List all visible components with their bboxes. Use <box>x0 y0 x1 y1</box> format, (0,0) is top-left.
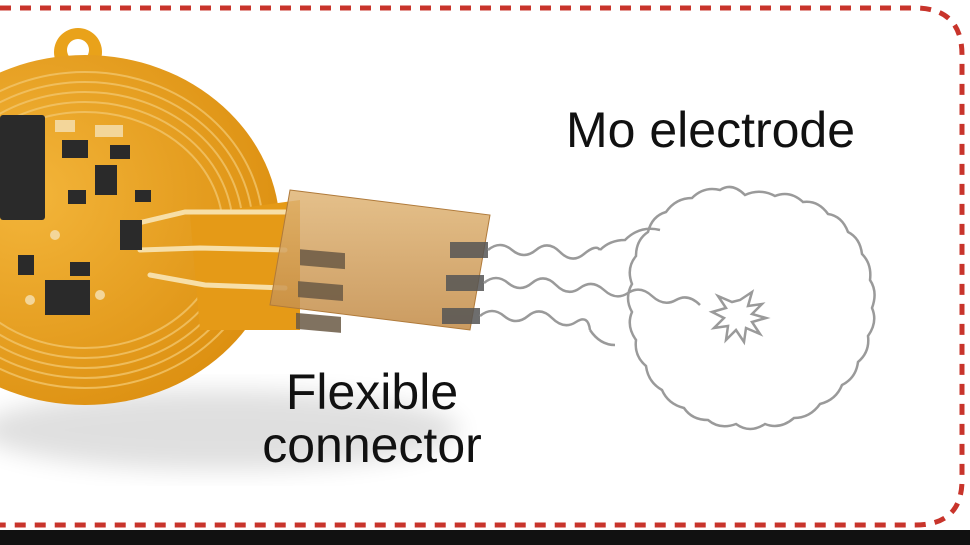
device-shadow <box>0 390 460 470</box>
bottom-bar <box>0 530 970 545</box>
dashed-frame <box>0 5 965 528</box>
flexible-connector-label-line2: connector <box>262 416 482 473</box>
pcb-board <box>0 55 300 405</box>
mo-electrode-label: Mo electrode <box>566 102 856 158</box>
electrode-outer-ring <box>626 185 876 431</box>
flexible-connector-label-line1: Flexible <box>285 364 459 420</box>
flexible-connector-label: Flexible connector <box>238 366 506 471</box>
flexible-connector <box>269 189 491 333</box>
mo-electrode <box>479 185 876 431</box>
electrode-center <box>708 289 771 346</box>
pcb-components <box>0 115 151 315</box>
pcb-traces <box>127 209 288 291</box>
